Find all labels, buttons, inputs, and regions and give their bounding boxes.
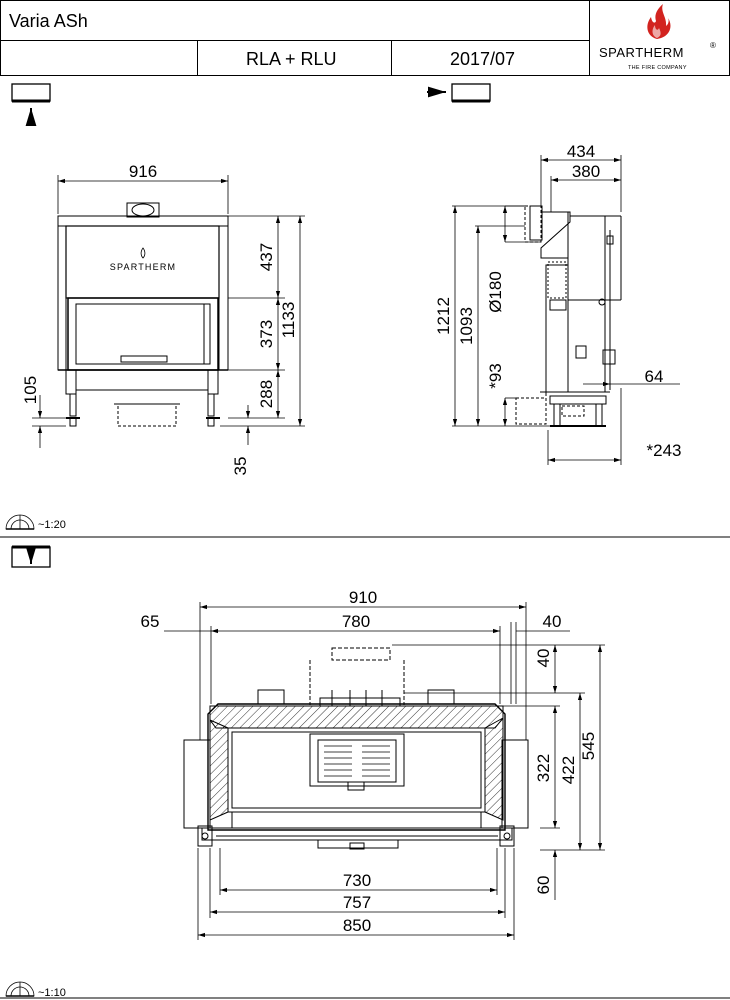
dim-plan-65: 65 <box>141 612 160 631</box>
scale-bottom: ~1:10 <box>38 987 66 999</box>
dim-plan-757: 757 <box>343 893 371 912</box>
dim-plan-322: 322 <box>534 754 553 782</box>
dim-plan-60: 60 <box>534 876 553 895</box>
dim-front-437: 437 <box>257 243 276 271</box>
dim-plan-780: 780 <box>342 612 370 631</box>
scale-icon <box>5 514 35 530</box>
dim-side-434: 434 <box>567 142 595 161</box>
dim-side-380: 380 <box>572 162 600 181</box>
dim-side-diameter: Ø180 <box>486 271 505 313</box>
date-label: 2017/07 <box>450 49 516 69</box>
dim-side-64: 64 <box>645 367 664 386</box>
dim-plan-40: 40 <box>543 612 562 631</box>
dim-plan-545: 545 <box>579 732 598 760</box>
flame-icon <box>647 4 671 39</box>
dim-front-35: 35 <box>231 457 250 476</box>
dim-front-1133: 1133 <box>279 302 298 339</box>
dim-side-1093: 1093 <box>457 307 476 345</box>
side-view <box>515 205 622 427</box>
dim-plan-422: 422 <box>559 756 578 784</box>
side-view-symbol <box>427 83 491 103</box>
plan-view <box>183 647 529 850</box>
model-name: Varia ASh <box>9 11 88 31</box>
plan-view-symbol <box>11 545 51 568</box>
variant-label: RLA + RLU <box>246 49 337 69</box>
brand-wordmark: SPARTHERM <box>599 45 684 60</box>
dim-plan-730: 730 <box>343 871 371 890</box>
logo-cell: SPARTHERM ® THE FIRE COMPANY <box>589 0 730 76</box>
front-flame-icon <box>140 247 146 259</box>
side-dimension-lines <box>452 155 680 465</box>
brand-tagline: THE FIRE COMPANY <box>628 65 687 71</box>
scale-icon-bottom <box>5 981 35 997</box>
dim-side-243: *243 <box>647 441 682 460</box>
dim-side-93: *93 <box>486 363 505 389</box>
dim-front-105: 105 <box>21 376 40 404</box>
dim-front-width: 916 <box>129 162 157 181</box>
dim-front-288: 288 <box>257 380 276 408</box>
scale-top: ~1:20 <box>38 519 66 531</box>
front-brand-plate: SPARTHERM <box>110 262 176 272</box>
front-dimension-lines <box>32 175 305 448</box>
front-view-symbol <box>11 83 51 126</box>
dim-plan-40-vertical: 40 <box>534 649 553 668</box>
plan-dimension-lines <box>164 602 605 940</box>
dim-plan-910: 910 <box>349 588 377 607</box>
title-block: Varia ASh RLA + RLU 2017/07 SPARTHERM ® … <box>0 0 730 76</box>
front-view <box>57 202 229 427</box>
dim-front-373: 373 <box>257 320 276 348</box>
registered-mark: ® <box>710 41 717 50</box>
dim-plan-850: 850 <box>343 916 371 935</box>
dim-side-1212: 1212 <box>434 297 453 335</box>
